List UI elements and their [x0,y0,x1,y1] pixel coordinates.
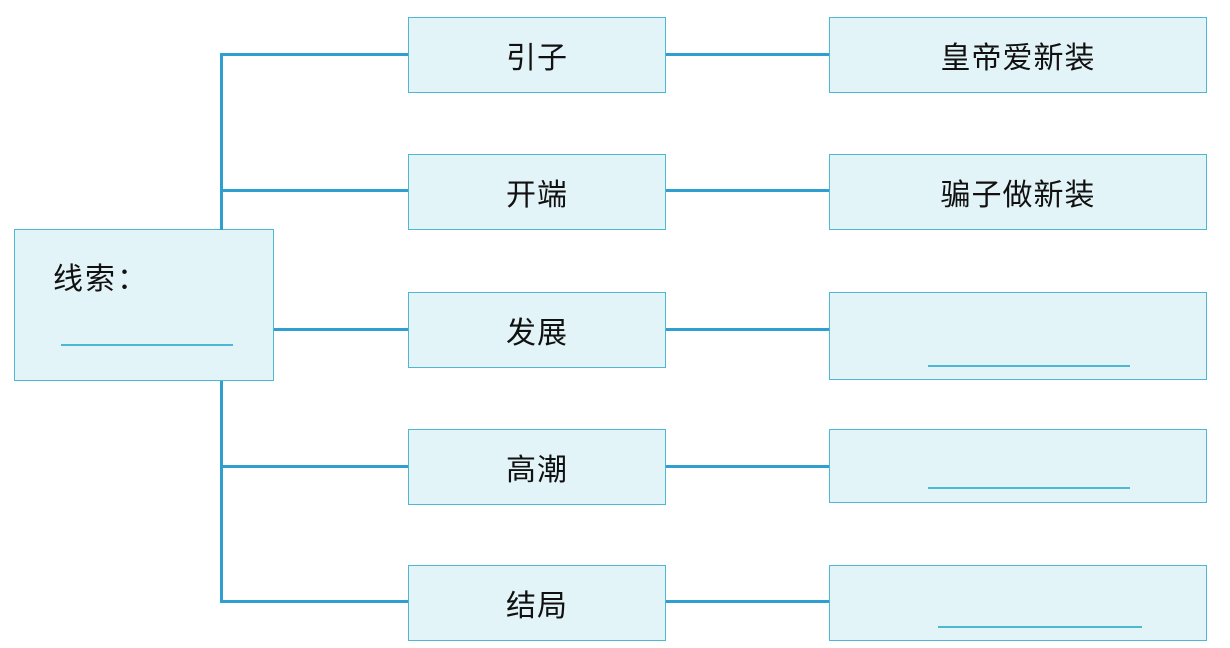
content-box-5 [829,565,1207,641]
content-blank-line-4 [928,487,1130,489]
stage-box-3: 发展 [408,292,666,368]
content-blank-line-5 [938,626,1142,628]
content-label-5 [830,566,1206,640]
connector-line-2 [666,189,829,192]
content-box-2: 骗子做新装 [829,154,1207,230]
stage-box-4: 高潮 [408,429,666,505]
content-blank-line-3 [928,365,1130,367]
content-label-1: 皇帝爱新装 [940,41,1096,76]
clue-title: 线索： [53,262,149,297]
branch-line-5 [220,600,408,603]
content-label-2: 骗子做新装 [940,178,1096,213]
clue-blank-line [61,344,233,346]
branch-line-2 [220,189,408,192]
stage-box-5: 结局 [408,565,666,641]
connector-line-3 [666,328,829,331]
trunk-line-upper [220,53,223,230]
stage-label-4: 高潮 [506,453,568,488]
connector-line-5 [666,600,829,603]
branch-line-3 [274,328,408,331]
stage-box-1: 引子 [408,17,666,93]
stage-box-2: 开端 [408,154,666,230]
content-box-4 [829,429,1207,503]
content-label-4 [830,430,1206,502]
clue-box: 线索： [14,229,274,381]
branch-line-4 [220,465,408,468]
branch-line-1 [220,53,408,56]
connector-line-4 [666,465,829,468]
stage-label-1: 引子 [506,41,568,76]
connector-line-1 [666,53,829,56]
stage-label-2: 开端 [506,178,568,213]
stage-label-5: 结局 [506,589,568,624]
stage-label-3: 发展 [506,316,568,351]
content-box-1: 皇帝爱新装 [829,17,1207,93]
trunk-line-lower [220,381,223,603]
content-box-3 [829,292,1207,380]
